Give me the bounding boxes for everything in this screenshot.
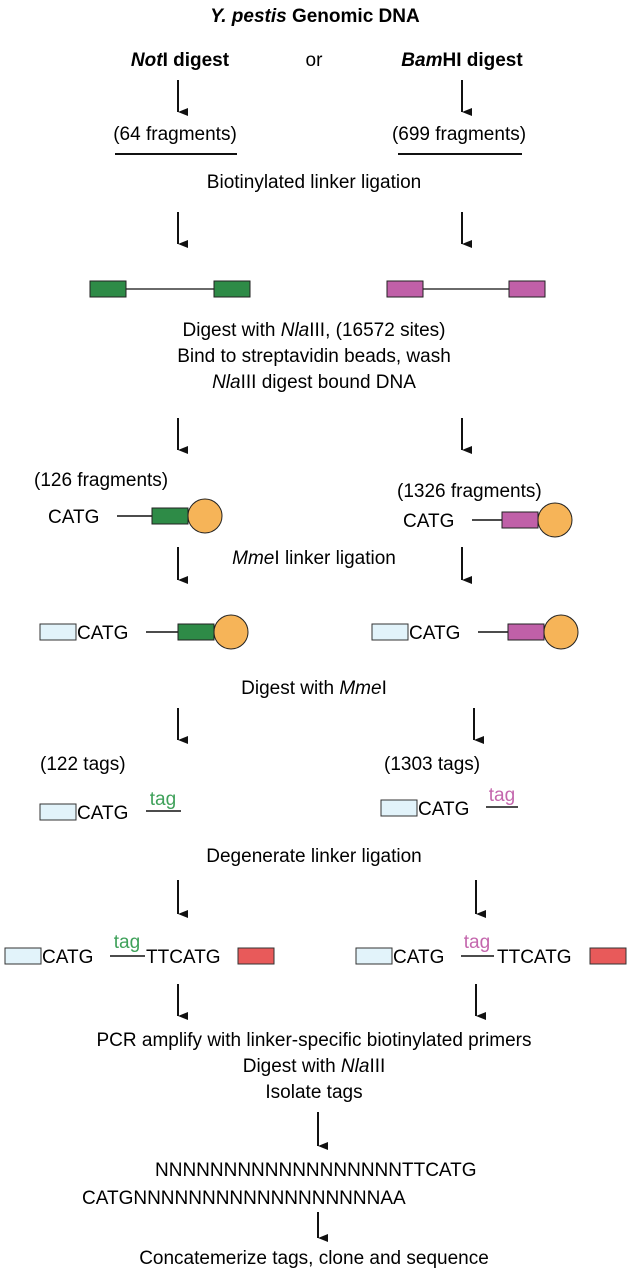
nlaIII-bound-post: III digest bound DNA [241,372,417,393]
catg-label: CATG [403,511,454,532]
catg-label: CATG [42,947,93,968]
tag-label-green: tag [150,789,176,810]
sequence-bottom: CATGNNNNNNNNNNNNNNNNNNAA [82,1188,406,1209]
digest-nlaIII-line: Digest with NlaIII, (16572 sites) [183,320,446,341]
magenta-linker [507,623,545,641]
green-linker-right [213,280,251,298]
digest-mmeI-pre: Digest with [241,678,339,699]
ditag-left: CATG tag TTCATG [4,932,275,968]
degenerate-ligation-label: Degenerate linker ligation [206,846,421,867]
catg-label: CATG [77,803,128,824]
nlaIII-bound-line: NlaIII digest bound DNA [212,372,416,393]
nlaIII-italic-3: Nla [341,1056,370,1077]
mmeI-italic: Mme [232,548,274,569]
mmeI-linker [39,623,77,641]
nlaIII-italic-2: Nla [212,372,241,393]
mmeI-fragment-left: CATG [39,614,249,650]
mmeI-linker [4,947,42,965]
tags-1303-label: (1303 tags) [384,754,480,775]
fragments-64-label: (64 fragments) [113,124,237,145]
title-rest: Genomic DNA [287,6,420,27]
nlaIII-italic: Nla [281,320,310,341]
digest-nlaIII-pre: Digest with [183,320,281,341]
catg-label: CATG [393,947,444,968]
magenta-linker-right [508,280,546,298]
bind-streptavidin-line: Bind to streptavidin beads, wash [177,346,451,367]
degenerate-linker-red [237,947,275,965]
fragments-1326-label: (1326 fragments) [397,481,542,502]
isolate-tags-line: Isolate tags [265,1082,362,1103]
tags-122-label: (122 tags) [40,754,126,775]
digest-mmeI-label: Digest with MmeI [241,678,387,699]
bamHI-digest-label: BamHI digest [401,50,523,71]
tag-right: CATG tag [380,785,518,820]
mmeI-fragment-right: CATG [371,614,579,650]
ttcatg-label: TTCATG [146,947,221,968]
bamHI-italic: Bam [401,50,442,71]
mmeI-italic-2: Mme [339,678,381,699]
digest-nlaIII-line-2: Digest with NlaIII [243,1056,386,1077]
green-linker [177,623,215,641]
bamHI-ligated-fragment [386,280,546,298]
catg-label: CATG [48,507,99,528]
notI-digest-label: NotI digest [131,50,230,71]
digest-nlaIII-post-2: III [369,1056,385,1077]
title-species: Y. pestis [210,6,286,27]
final-step-label: Concatemerize tags, clone and sequence [139,1248,489,1269]
catg-label: CATG [418,799,469,820]
sequence-top: NNNNNNNNNNNNNNNNNNTTCATG [155,1160,477,1181]
green-linker-left [89,280,127,298]
mmeI-ligation-label: MmeI linker ligation [232,548,396,569]
mmeI-linker [39,803,77,821]
mmeI-linker [355,947,393,965]
mmeI-linker [371,623,409,641]
bamHI-rest: HI digest [442,50,523,71]
ditag-right: CATG tag TTCATG [355,932,627,968]
digest-nlaIII-pre-2: Digest with [243,1056,341,1077]
magenta-linker [501,511,539,529]
magenta-linker-left [386,280,424,298]
fragments-699-label: (699 fragments) [392,124,526,145]
tag-left: CATG tag [39,789,181,824]
pcr-amplify-line: PCR amplify with linker-specific biotiny… [96,1030,531,1051]
mmeI-linker [380,799,418,817]
digest-mmeI-post: I [382,678,387,699]
bead-fragment-left: CATG [48,498,223,534]
streptavidin-bead [213,614,249,650]
or-label: or [306,50,324,71]
biotinylated-ligation-label: Biotinylated linker ligation [207,172,421,193]
catg-label: CATG [409,623,460,644]
ttcatg-label: TTCATG [497,947,572,968]
diagram-title: Y. pestis Genomic DNA [210,6,420,27]
digest-nlaIII-post: III, (16572 sites) [309,320,445,341]
mmeI-ligation-rest: I linker ligation [274,548,395,569]
tag-label-green: tag [114,932,140,953]
degenerate-linker-red [589,947,627,965]
notI-ligated-fragment [89,280,251,298]
streptavidin-bead [543,614,579,650]
catg-label: CATG [77,623,128,644]
tag-label-magenta: tag [464,932,490,953]
bead-fragment-right: CATG [403,502,573,538]
streptavidin-bead [537,502,573,538]
notI-italic: Not [131,50,163,71]
tag-label-magenta: tag [489,785,515,806]
notI-rest: I digest [163,50,230,71]
streptavidin-bead [187,498,223,534]
green-linker [151,507,189,525]
fragments-126-label: (126 fragments) [34,470,168,491]
